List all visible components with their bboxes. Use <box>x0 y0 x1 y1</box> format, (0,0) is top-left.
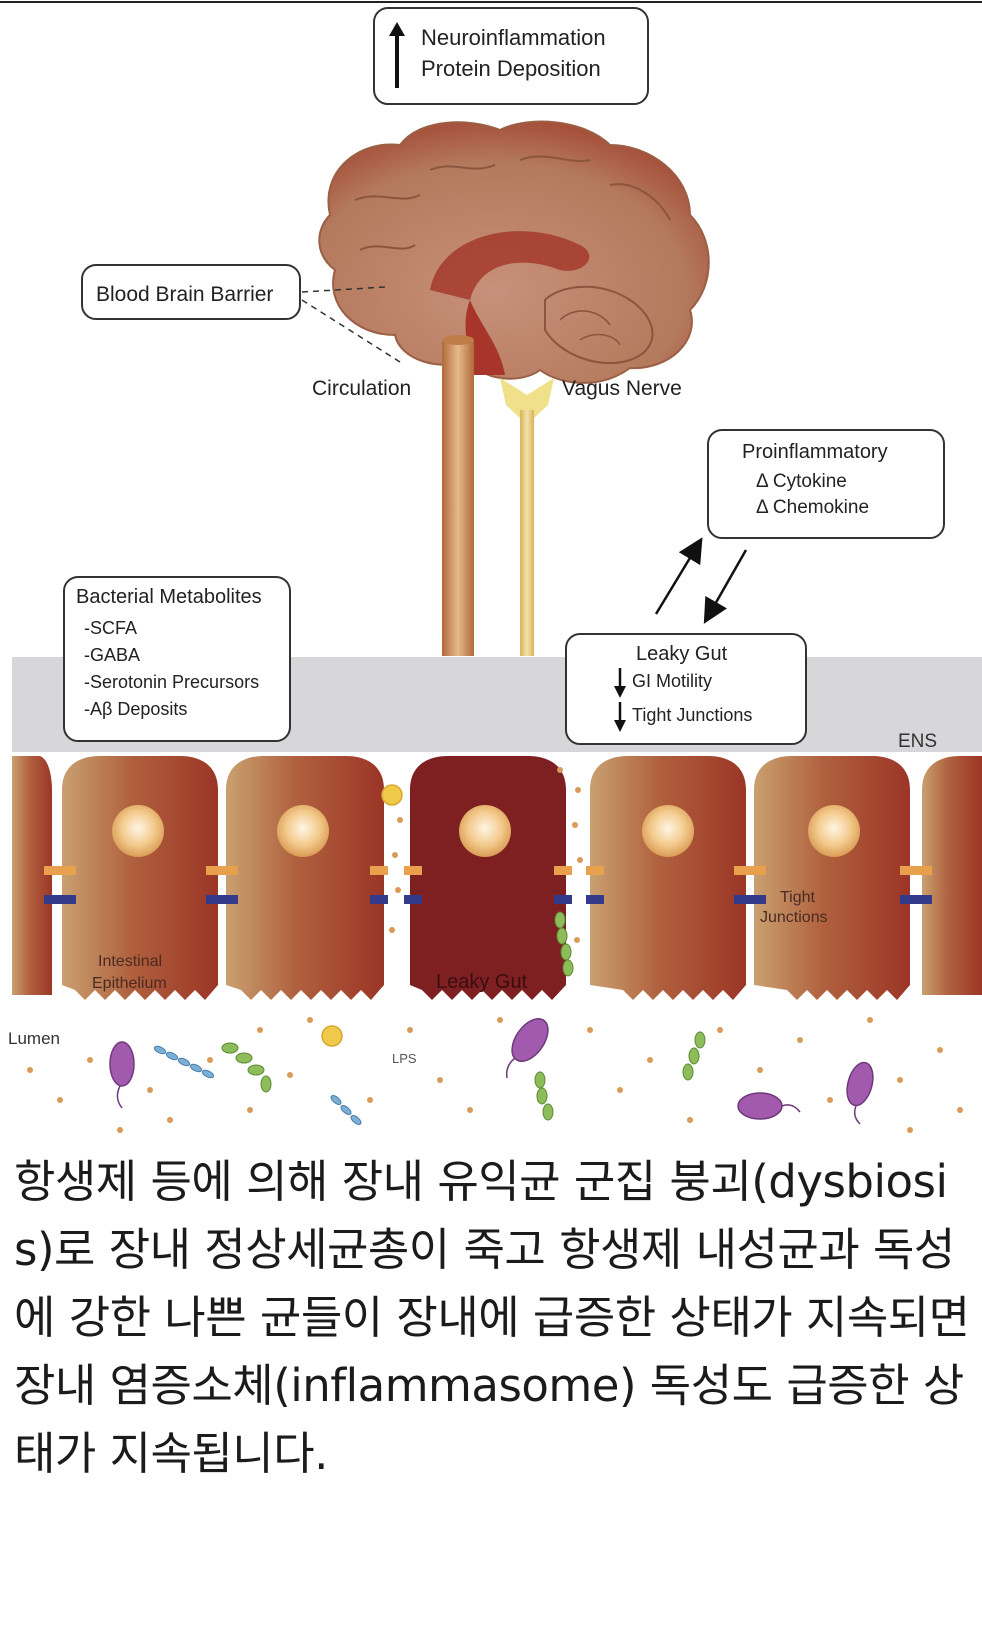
vagus-nerve <box>500 378 554 656</box>
bbb-dash-2 <box>301 299 401 363</box>
leaky-gut-cell <box>410 756 566 1000</box>
tight-junction-markers <box>44 866 932 904</box>
epithelial-cells <box>12 756 982 1000</box>
chemokine-label: Δ Chemokine <box>756 497 869 518</box>
leaky-gut-title: Leaky Gut <box>636 643 728 665</box>
up-arrow-icon <box>389 22 405 36</box>
leaky-gut-box: Leaky Gut GI Motility Tight Junctions <box>565 633 807 745</box>
leaky-gut-cell-label: Leaky Gut <box>436 971 528 993</box>
vagus-nerve-label: Vagus Nerve <box>562 377 682 400</box>
neuroinflammation-label: Neuroinflammation <box>421 25 606 50</box>
nucleus <box>459 805 511 857</box>
brain-illustration <box>318 120 710 384</box>
metabolite-item: -GABA <box>84 645 140 665</box>
tight-junctions-annotation-2: Junctions <box>760 909 828 926</box>
nucleus <box>808 805 860 857</box>
epithelial-cell <box>590 756 746 1000</box>
bacterial-metabolites-title: Bacterial Metabolites <box>76 586 262 608</box>
protein-deposition-label: Protein Deposition <box>421 56 601 81</box>
arrow-up-right <box>654 537 703 615</box>
nucleus <box>277 805 329 857</box>
lumen-particles <box>27 767 963 1133</box>
nucleus <box>642 805 694 857</box>
cytokine-label: Δ Cytokine <box>756 471 847 492</box>
article-caption: 항생제 등에 의해 장내 유익균 군집 붕괴(dysbiosis)로 장내 정상… <box>14 1155 970 1480</box>
arrow-down-left <box>703 549 748 624</box>
gi-motility-label: GI Motility <box>632 671 712 691</box>
metabolite-item: -Serotonin Precursors <box>84 672 259 692</box>
proinflammatory-box: Proinflammatory Δ Cytokine Δ Chemokine <box>707 429 945 539</box>
lumen-label: Lumen <box>8 1029 60 1048</box>
circulation-tube <box>442 335 474 656</box>
bacterial-metabolites-box: Bacterial Metabolites -SCFA -GABA -Serot… <box>63 576 291 742</box>
metabolite-item: -Aβ Deposits <box>84 699 187 719</box>
down-arrow-icon <box>614 686 626 698</box>
intestinal-label-1: Intestinal <box>98 953 162 970</box>
circulation-label: Circulation <box>312 377 411 400</box>
metabolite-item: -SCFA <box>84 618 137 638</box>
neuroinflammation-box: Neuroinflammation Protein Deposition <box>373 7 649 105</box>
tight-junctions-label: Tight Junctions <box>632 705 752 725</box>
epithelial-cell <box>754 756 910 1000</box>
bbb-label: Blood Brain Barrier <box>96 283 273 306</box>
epithelial-cell <box>62 756 218 1000</box>
intestinal-label-2: Epithelium <box>92 975 167 992</box>
lps-label: LPS <box>392 1051 417 1066</box>
gut-brain-axis-diagram: Neuroinflammation Protein Deposition Blo… <box>0 1 982 1133</box>
blood-brain-barrier-box: Blood Brain Barrier <box>81 264 301 320</box>
epithelial-cell <box>226 756 384 1000</box>
tight-junctions-annotation-1: Tight <box>780 889 816 906</box>
bbb-dash-1 <box>301 286 386 293</box>
proinflammatory-title: Proinflammatory <box>742 441 888 463</box>
down-arrow-icon <box>614 720 626 732</box>
ens-label: ENS <box>898 731 937 752</box>
nucleus <box>112 805 164 857</box>
